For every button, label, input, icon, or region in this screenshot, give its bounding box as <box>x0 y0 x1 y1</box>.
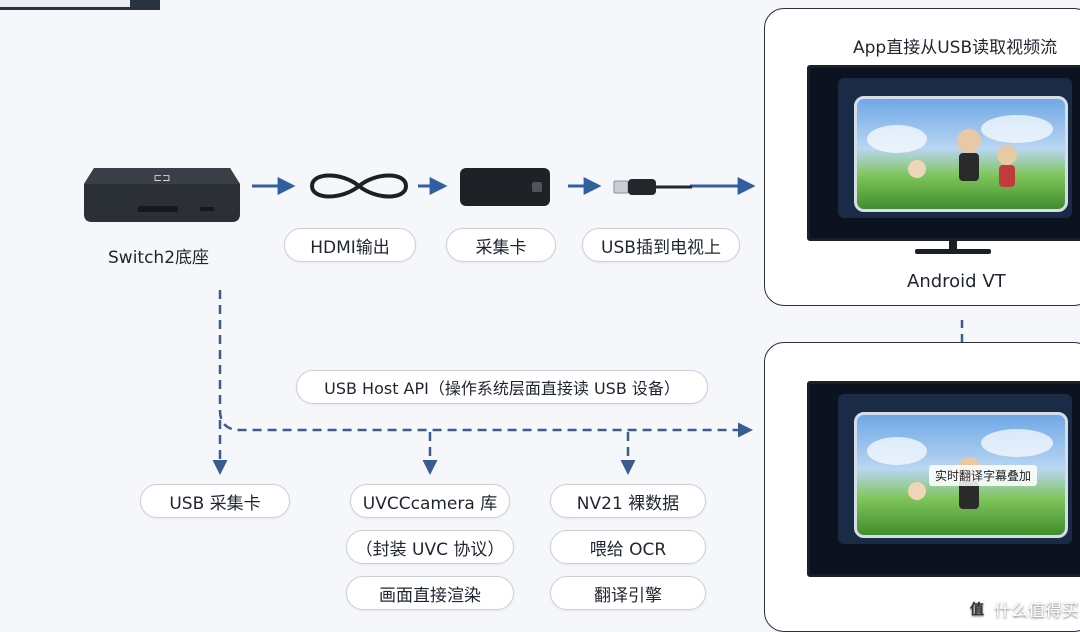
uvc-protocol-pill: （封装 UVC 协议） <box>346 530 514 564</box>
usb-plug-icon <box>613 179 692 195</box>
direct-render-pill: 画面直接渲染 <box>346 576 514 610</box>
translation-engine-pill: 翻译引擎 <box>550 576 706 610</box>
uvc-camera-lib-pill: UVCCcamera 库 <box>350 484 510 518</box>
dock-icon: ⊏⊐ <box>84 168 240 222</box>
panel-top-title: App直接从USB读取视频流 <box>853 38 1058 58</box>
translation-overlay-text: 实时翻译字幕叠加 <box>929 465 1038 486</box>
watermark-icon: 值 <box>966 597 988 620</box>
panel-translation-overlay: 实时翻译字幕叠加 值 什么值得买 <box>764 342 1080 632</box>
tv-screen-top <box>807 65 1080 241</box>
hdmi-output-pill: HDMI输出 <box>284 228 416 262</box>
panel-top-caption: Android VT <box>907 271 1006 292</box>
panel-android-tv: App直接从USB读取视频流 Android VT <box>764 8 1080 306</box>
capture-card-pill: 采集卡 <box>446 228 556 262</box>
dock-logo: ⊏⊐ <box>154 173 171 184</box>
hdmi-cable-icon <box>309 173 409 199</box>
usb-capture-pill: USB 采集卡 <box>140 484 290 518</box>
dock-label: Switch2底座 <box>108 248 210 268</box>
top-title-strip <box>0 0 160 10</box>
usb-to-tv-pill: USB插到电视上 <box>582 228 740 262</box>
game-characters-icon <box>867 115 1053 187</box>
switch2-dock: ⊏⊐ <box>82 162 242 226</box>
hdmi-cable <box>306 166 412 206</box>
game-image-bottom: 实时翻译字幕叠加 <box>854 412 1068 538</box>
capture-card <box>458 164 552 208</box>
feed-ocr-pill: 喂给 OCR <box>550 530 706 564</box>
watermark: 值 什么值得买 <box>966 596 1079 621</box>
nv21-data-pill: NV21 裸数据 <box>550 484 706 518</box>
usb-cable <box>612 176 692 198</box>
capture-card-icon <box>460 168 550 206</box>
watermark-text: 什么值得买 <box>994 601 1079 621</box>
game-image-top <box>854 96 1068 212</box>
usb-host-api-pill: USB Host API（操作系统层面直接读 USB 设备） <box>296 370 708 404</box>
tv-screen-bottom: 实时翻译字幕叠加 <box>807 381 1080 577</box>
tv-stand-top <box>915 241 991 254</box>
dashed-trunk-line <box>218 290 753 438</box>
